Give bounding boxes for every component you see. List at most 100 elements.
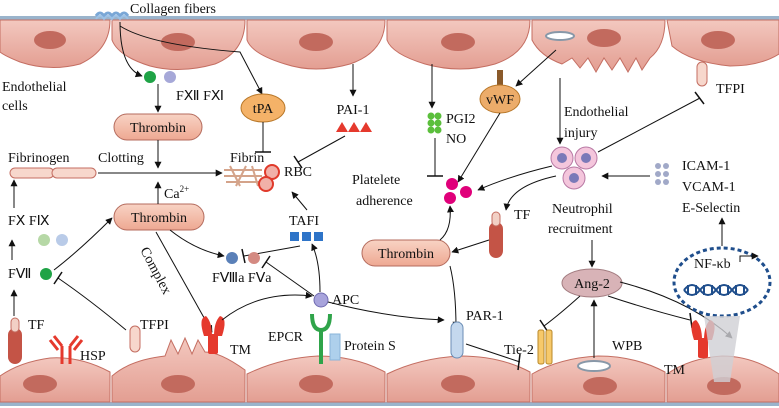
endothelial-cells-label-1: Endothelial [2,80,67,95]
tfpi-bottom-label: TFPI [140,318,169,333]
fibrinogen-rod-1 [9,167,55,179]
dna-helix-icon [683,284,749,296]
fibrinogen-rod-2 [51,167,97,179]
fvii-label: FⅦ [8,267,31,282]
vessel-wall-bottom [0,402,779,406]
nucleus [23,375,57,393]
tm-receptor-left [201,316,225,354]
rbc-label: RBC [284,165,312,180]
protein-s-label: Protein S [344,339,396,354]
fibrin-label: Fibrin [230,151,264,166]
fix-dot [56,234,68,246]
pai1-label: PAI-1 [337,103,370,118]
icam1-label: ICAM-1 [682,159,730,174]
vessel-wall-top [0,16,779,20]
endothelial-injury-label-2: injury [564,126,597,141]
fvii-dot [40,268,52,280]
epcr-label: EPCR [268,330,304,345]
platelete-label-1: Platelete [352,173,400,188]
thrombin-pill-middle [113,203,205,231]
nucleus [583,377,617,395]
tfpi-top-label: TFPI [716,82,745,97]
vwf-stalk [497,70,503,88]
fviiia-dot [226,252,238,264]
collagen-fibers [94,11,130,21]
thrombin-label-top: Thrombin [130,121,186,136]
nfkb-label: NF-κb [694,257,731,272]
nucleus [587,29,621,47]
pgi2-label: PGI2 [446,112,476,127]
tafi-squares [290,232,323,241]
adhesion-dots [655,163,669,185]
par1-receptor [450,321,464,359]
collagen-fibers-label: Collagen fibers [130,2,216,17]
complex-label: Complex [136,245,173,297]
pgi2-dots [427,112,442,134]
no-label: NO [446,132,466,147]
tm-right-label: TM [664,363,686,378]
hsp-receptor [48,335,84,364]
apc-dot [313,292,329,308]
tpa-label: tPA [253,102,274,117]
wpb-marker [577,360,611,372]
nfkb-cone [704,316,740,382]
injury-marker [545,31,575,41]
hsp-label: HSP [80,349,106,364]
fibrinogen-label: Fibrinogen [8,151,69,166]
tafi-label: TAFI [289,214,319,229]
clotting-label: Clotting [98,151,144,166]
fva-dot [248,252,260,264]
tm-left-label: TM [230,343,252,358]
platelete-label-2: adherence [356,194,413,209]
apc-label: APC [332,293,359,308]
vcam1-label: VCAM-1 [682,180,736,195]
vwf-label: vWF [486,93,514,108]
thrombin-label-right: Thrombin [378,247,434,262]
fxii-dot [144,71,156,83]
nucleus [299,375,333,393]
pai1-triangles [336,122,372,132]
fx-dot [38,234,50,246]
wpb-label: WPB [612,339,642,354]
nucleus [299,33,333,51]
ang2-label: Ang-2 [574,277,610,292]
fxi-dot [164,71,176,83]
tfpi-bottom-receptor [129,325,141,353]
top-endothelial-layer [0,19,779,74]
tfpi-top-receptor [696,61,708,87]
fviiia-fva-label: FⅧa FⅤa [212,271,272,286]
nucleus [441,33,475,51]
thrombin-pill-right [361,239,451,267]
tie2-label: Tie-2 [504,343,534,358]
ca-label: Ca2+ [164,184,189,202]
protein-s-bar [329,333,341,361]
nucleus [161,33,195,51]
endothelial-injury-label-1: Endothelial [564,105,629,120]
rbc-cell-2 [258,176,274,192]
tie2-receptor [537,329,553,365]
platelet-cluster [444,178,472,204]
tf-left-label: TF [28,318,45,333]
fxii-fxi-label: FⅫ FⅪ [176,89,224,104]
neutrophil-label-2: recruitment [548,222,613,237]
tf-left-cap [10,317,20,333]
thrombin-label-middle: Thrombin [131,211,187,226]
eselectin-label: E-Selectin [682,201,740,216]
neutrophil-label-1: Neutrophil [552,202,613,217]
nucleus [441,375,475,393]
epcr-receptor [310,313,332,364]
fibrin-mesh [224,165,262,187]
endothelial-cells-label-2: cells [2,99,28,114]
tf-middle-cap [491,211,501,227]
tf-left-receptor [8,328,22,364]
neutrophil-cluster [550,146,598,190]
nucleus [161,375,195,393]
tf-middle-receptor [489,222,503,258]
nucleus [701,31,735,49]
fx-fix-label: FⅩ FⅨ [8,214,50,229]
nucleus [34,31,66,49]
par1-label: PAR-1 [466,309,504,324]
tf-middle-label: TF [514,208,531,223]
